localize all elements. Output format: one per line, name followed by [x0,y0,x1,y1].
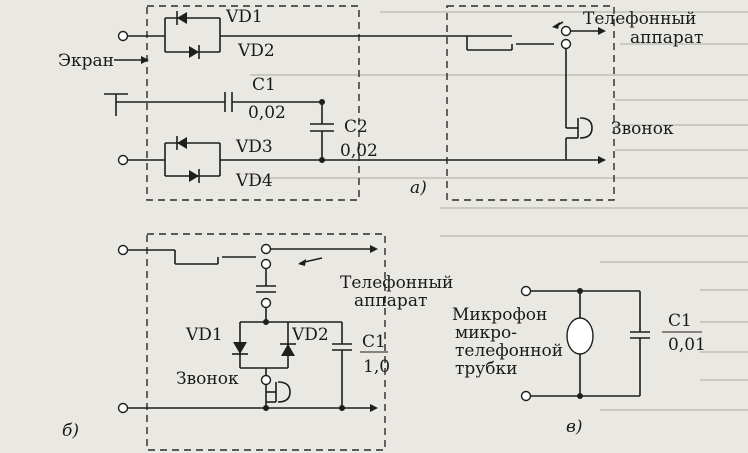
diagram-b: Телефонный аппарат VD1 VD2 C1 1,0 Звонок… [62,233,453,451]
vd3-diode-a [177,137,187,149]
phone-box-a [446,5,615,201]
label-bell-b: Звонок [176,369,239,389]
label-mic-4: трубки [455,359,517,379]
label-mic-2: микро- [455,323,517,343]
label-phone-a-1: Телефонный [583,9,696,29]
label-vd3-a: VD3 [235,137,273,157]
label-phone-a-2: аппарат [630,28,703,48]
figure-label-c: в) [566,417,583,437]
diagram-c: Микрофон микро- телефонной трубки C1 0,0… [452,285,706,437]
label-c1-a-value: 0,02 [248,103,286,123]
screen-box-a [146,5,360,201]
label-vd2-a: VD2 [237,41,275,61]
label-c2-a-value: 0,02 [340,141,378,161]
microphone-icon [566,317,594,355]
label-mic-1: Микрофон [452,305,547,325]
label-vd1-b: VD1 [185,325,223,345]
vd1-diode-b [233,342,247,354]
label-vd1-a: VD1 [225,7,263,27]
label-vd4-a: VD4 [235,171,273,191]
label-phone-b-1: Телефонный [340,273,453,293]
figure-label-a: а) [410,178,427,198]
label-c1-b-value: 1,0 [363,357,390,377]
background-text-lines [250,11,748,411]
label-screen: Экран [58,51,114,71]
label-c1-c: C1 [668,311,692,331]
vd1-diode-a [177,12,187,24]
label-vd2-b: VD2 [291,325,329,345]
vd2-diode-b [281,344,295,356]
label-mic-3: телефонной [455,341,563,361]
label-bell-a: Звонок [611,119,674,139]
vd4-diode-a [189,170,199,182]
label-c1-c-value: 0,01 [668,335,706,355]
label-c1-a: C1 [252,75,276,95]
figure-label-b: б) [62,421,79,441]
label-c2-a: C2 [344,117,368,137]
vd2-diode-a [189,46,199,58]
label-phone-b-2: аппарат [354,291,427,311]
label-c1-b: C1 [362,332,386,352]
diagram-a: VD1 VD2 Экран C1 0,02 C2 0,02 VD3 VD4 Те… [58,5,703,201]
